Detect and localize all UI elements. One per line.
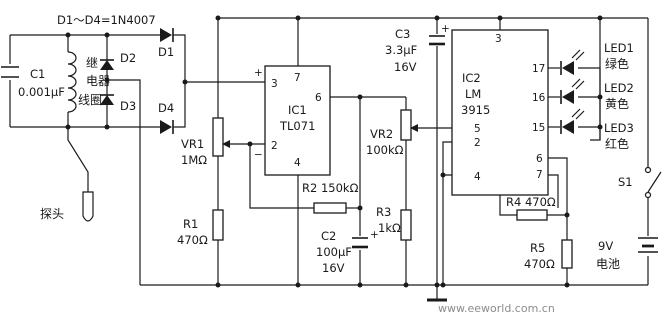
battery-9v: [638, 237, 658, 253]
probe-label: 探头: [40, 207, 64, 221]
ic1-pin4: 4: [294, 157, 301, 169]
ic1-pin2: 2: [271, 140, 278, 152]
ic1-name: IC1: [288, 103, 307, 117]
ic2-pin17: 17: [532, 63, 545, 75]
battery-label: 电池: [596, 257, 620, 271]
ic2-name: IC2: [462, 71, 481, 85]
relay-label-1: 继: [86, 56, 98, 70]
ic2-pin4: 4: [474, 171, 481, 183]
led2-yellow: [560, 78, 585, 104]
ic1-minus: −: [254, 149, 263, 161]
potentiometer-vr1: [212, 117, 230, 157]
led3-color: 红色: [605, 136, 629, 151]
diode-d1: [160, 28, 175, 42]
resistor-r1: [212, 209, 224, 241]
ic2-pin2: 2: [474, 137, 481, 149]
relay-label-2: 电器: [86, 74, 110, 88]
c3-name: C3: [395, 27, 410, 41]
capacitor-c1: [0, 64, 22, 80]
junction-dots: [65, 15, 603, 288]
d3-label: D3: [120, 99, 136, 113]
d1-label: D1: [158, 45, 174, 59]
led1-name: LED1: [604, 41, 634, 55]
ic1-plus: +: [254, 67, 263, 79]
c2-voltage: 16V: [322, 261, 345, 275]
c3-voltage: 16V: [394, 60, 417, 74]
r4-label: R4 470Ω: [506, 195, 556, 209]
c2-plus: +: [370, 229, 379, 241]
ic2-pin7: 7: [536, 169, 543, 181]
r3-value: 1kΩ: [378, 221, 401, 235]
r5-name: R5: [530, 241, 545, 255]
led2-name: LED2: [604, 81, 634, 95]
c2-name: C2: [321, 229, 336, 243]
ic2-pin3: 3: [495, 33, 502, 45]
r3-name: R3: [376, 205, 391, 219]
led3-name: LED3: [604, 121, 634, 135]
s1-label: S1: [618, 175, 633, 189]
led3-red: [560, 108, 585, 134]
ic2-part2: 3915: [461, 103, 490, 117]
resistor-r2: [313, 202, 347, 214]
r1-name: R1: [183, 217, 198, 231]
relay-coil: [67, 51, 94, 222]
diode-d3: [100, 94, 114, 105]
ic2-part1: LM: [465, 87, 481, 101]
ic2-pin6: 6: [536, 153, 543, 165]
resistor-r4: [516, 209, 548, 221]
c3-plus: +: [441, 23, 450, 35]
ic2-pin15: 15: [532, 122, 545, 134]
d4-label: D4: [158, 101, 174, 115]
vr2-value: 100kΩ: [366, 143, 404, 157]
potentiometer-vr2: [400, 109, 418, 141]
ic1-pin7: 7: [294, 72, 301, 84]
d2-label: D2: [120, 51, 136, 65]
r1-value: 470Ω: [177, 233, 208, 247]
diode-note: D1～D4=1N4007: [57, 13, 156, 27]
led1-green: [560, 49, 585, 75]
ic1-pin3: 3: [271, 78, 278, 90]
c1-value: 0.001μF: [18, 85, 65, 99]
led2-color: 黄色: [605, 97, 629, 111]
ic1-part: TL071: [279, 119, 315, 133]
vr1-value: 1MΩ: [181, 153, 207, 167]
resistor-r5: [561, 239, 573, 269]
ic2-pin16: 16: [532, 92, 546, 104]
r5-value: 470Ω: [524, 257, 555, 271]
capacitor-c3: [429, 34, 445, 46]
c3-value: 3.3μF: [385, 43, 417, 57]
led1-color: 绿色: [605, 56, 629, 71]
switch-s1: [644, 166, 662, 199]
battery-voltage: 9V: [598, 239, 613, 253]
ic1-tl071: [264, 65, 331, 176]
relay-label-3: 线圈: [78, 93, 102, 107]
r2-label: R2 150kΩ: [302, 181, 359, 195]
ic2-lm3915: [451, 29, 549, 196]
vr2-name: VR2: [370, 127, 393, 141]
watermark: www.eeworld.com.cn: [438, 302, 555, 315]
c2-value: 100μF: [316, 245, 352, 259]
resistor-r3: [400, 209, 412, 241]
diode-d2: [100, 59, 114, 70]
ic1-pin6: 6: [315, 92, 322, 104]
capacitor-c2: [352, 236, 368, 250]
vr1-name: VR1: [181, 137, 204, 151]
c1-name: C1: [30, 67, 45, 81]
ic2-pin5: 5: [474, 123, 481, 135]
diode-d4: [160, 120, 175, 134]
